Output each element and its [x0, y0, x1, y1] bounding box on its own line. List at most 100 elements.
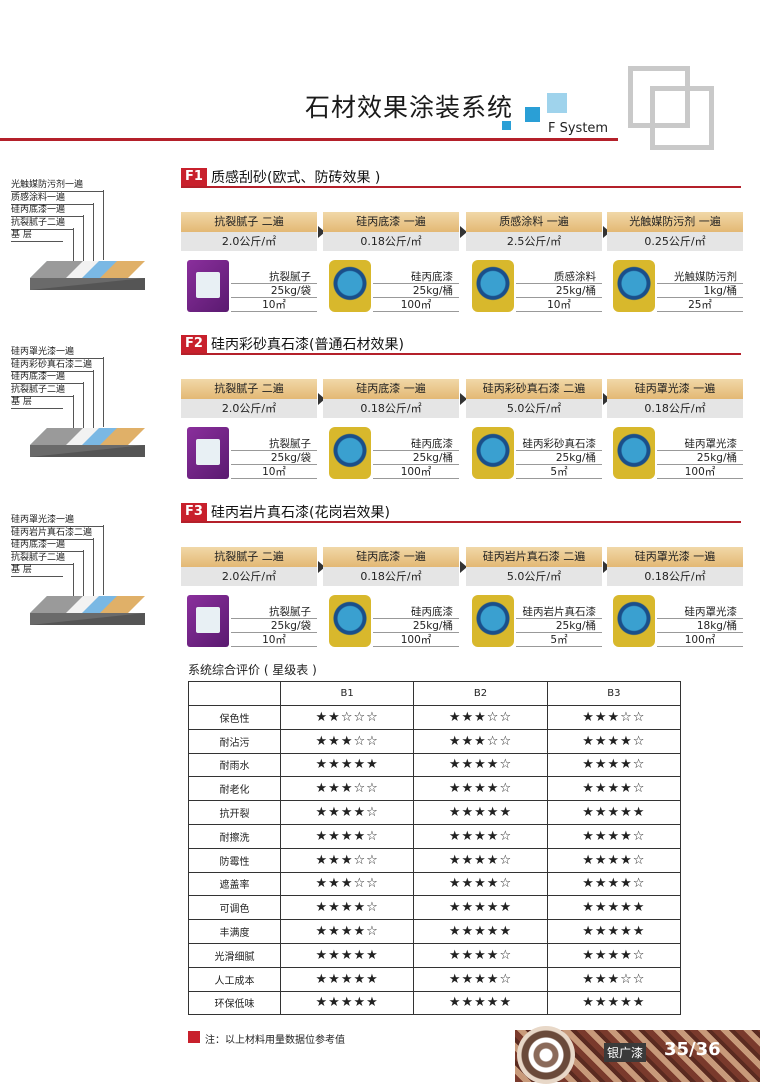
rating-header-corner — [188, 681, 281, 706]
section-rule — [181, 186, 741, 188]
arrow-right-icon — [460, 393, 467, 405]
footer-brand: 银广漆 — [604, 1043, 647, 1062]
product-name: 抗裂腻子 — [231, 270, 317, 284]
product-coverage: 5㎡ — [516, 465, 602, 479]
paint-can-icon — [329, 595, 371, 647]
rating-table: B1 B2 B3 保色性 ★★☆☆☆ ★★★☆☆ ★★★☆☆耐沾污 ★★★☆☆ … — [188, 681, 682, 1016]
deco-square — [502, 121, 511, 130]
rating-stars-b2: ★★★★☆ — [413, 871, 548, 897]
product-pack: 25kg/桶 — [516, 619, 602, 633]
bag-icon — [187, 260, 229, 312]
product-card: 抗裂腻子 25kg/袋 10㎡ — [181, 595, 317, 647]
product-coverage: 100㎡ — [373, 298, 459, 312]
rating-attribute: 耐雨水 — [188, 752, 281, 778]
layer-label: 硅丙罩光漆一遍 — [11, 347, 103, 359]
rating-row: 防霉性 ★★★☆☆ ★★★★☆ ★★★★☆ — [188, 847, 682, 873]
rating-attribute: 耐老化 — [188, 776, 281, 802]
rating-stars-b3: ★★★★☆ — [546, 871, 682, 897]
layer-label: 质感涂料一遍 — [11, 193, 93, 205]
leader-line — [73, 394, 74, 429]
leader-line — [73, 227, 74, 262]
rating-stars-b3: ★★★★★ — [546, 919, 682, 944]
product-coverage: 10㎡ — [231, 298, 317, 312]
rating-row: 遮盖率 ★★★☆☆ ★★★★☆ ★★★★☆ — [188, 871, 682, 897]
layer-diagram — [30, 423, 145, 463]
section-tag: F2 — [181, 335, 207, 353]
bag-icon — [187, 595, 229, 647]
step-name: 硅丙罩光漆 一遍 — [607, 547, 743, 567]
product-pack: 25kg/桶 — [373, 451, 459, 465]
product-name: 抗裂腻子 — [231, 437, 317, 451]
rating-stars-b2: ★★★★★ — [413, 990, 548, 1016]
arrow-right-icon — [603, 226, 610, 238]
product-name: 硅丙底漆 — [373, 437, 459, 451]
leader-line — [93, 369, 94, 428]
rating-stars-b1: ★★★★☆ — [279, 919, 415, 944]
section-rule — [181, 353, 741, 355]
arrow-right-icon — [318, 393, 325, 405]
arrow-right-icon — [460, 561, 467, 573]
process-step: 硅丙岩片真石漆 二遍 5.0公斤/㎡ — [466, 547, 602, 586]
rating-row: 保色性 ★★☆☆☆ ★★★☆☆ ★★★☆☆ — [188, 705, 682, 730]
product-pack: 25kg/桶 — [373, 284, 459, 298]
layer-label: 硅丙底漆一遍 — [11, 372, 83, 384]
arrow-right-icon — [318, 561, 325, 573]
step-name: 硅丙罩光漆 一遍 — [607, 379, 743, 399]
leader-line — [103, 190, 104, 260]
rating-row: 耐擦洗 ★★★★☆ ★★★★☆ ★★★★☆ — [188, 823, 682, 849]
rating-stars-b2: ★★★☆☆ — [413, 728, 548, 754]
rating-stars-b3: ★★★★☆ — [546, 752, 682, 778]
step-name: 质感涂料 一遍 — [466, 212, 602, 232]
product-name: 硅丙罩光漆 — [657, 437, 743, 451]
leader-line — [83, 550, 84, 596]
leader-line — [93, 537, 94, 596]
rating-attribute: 保色性 — [188, 705, 281, 730]
rating-stars-b1: ★★★☆☆ — [279, 847, 415, 873]
rating-row: 可调色 ★★★★☆ ★★★★★ ★★★★★ — [188, 895, 682, 921]
process-step: 抗裂腻子 二遍 2.0公斤/㎡ — [181, 212, 317, 251]
section-tag: F3 — [181, 503, 207, 521]
product-name: 光触媒防污剂 — [657, 270, 743, 284]
rating-stars-b2: ★★★☆☆ — [413, 705, 548, 730]
rating-stars-b3: ★★★☆☆ — [546, 705, 682, 730]
product-coverage: 100㎡ — [657, 465, 743, 479]
leader-line — [83, 215, 84, 261]
product-name: 抗裂腻子 — [231, 605, 317, 619]
leader-line — [73, 562, 74, 597]
rating-col-header: B3 — [546, 681, 682, 706]
product-name: 质感涂料 — [516, 270, 602, 284]
process-step: 硅丙彩砂真石漆 二遍 5.0公斤/㎡ — [466, 379, 602, 418]
rating-row: 抗开裂 ★★★★☆ ★★★★★ ★★★★★ — [188, 800, 682, 825]
paint-can-icon — [329, 427, 371, 479]
process-step: 抗裂腻子 二遍 2.0公斤/㎡ — [181, 547, 317, 586]
layer-label: 抗裂腻子二遍 — [11, 385, 73, 397]
header-rule — [0, 138, 618, 141]
rating-header-row: B1 B2 B3 — [188, 681, 682, 706]
rating-attribute: 耐沾污 — [188, 728, 281, 754]
layer-label: 基 层 — [11, 565, 63, 577]
step-dose: 0.25公斤/㎡ — [607, 232, 743, 251]
rating-attribute: 光滑细腻 — [188, 942, 281, 968]
footer-medallion — [517, 1026, 575, 1084]
rating-attribute: 环保低味 — [188, 990, 281, 1016]
rating-row: 耐雨水 ★★★★★ ★★★★☆ ★★★★☆ — [188, 752, 682, 778]
product-coverage: 5㎡ — [516, 633, 602, 647]
process-step: 硅丙罩光漆 一遍 0.18公斤/㎡ — [607, 547, 743, 586]
product-card: 抗裂腻子 25kg/袋 10㎡ — [181, 260, 317, 312]
rating-row: 耐沾污 ★★★☆☆ ★★★☆☆ ★★★★☆ — [188, 728, 682, 754]
product-coverage: 10㎡ — [231, 465, 317, 479]
product-card: 光触媒防污剂 1kg/桶 25㎡ — [607, 260, 743, 312]
product-card: 质感涂料 25kg/桶 10㎡ — [466, 260, 602, 312]
process-step: 硅丙罩光漆 一遍 0.18公斤/㎡ — [607, 379, 743, 418]
product-coverage: 10㎡ — [231, 633, 317, 647]
rating-col-header: B1 — [279, 681, 415, 706]
rating-stars-b1: ★★★★☆ — [279, 800, 415, 825]
step-dose: 2.5公斤/㎡ — [466, 232, 602, 251]
product-coverage: 100㎡ — [657, 633, 743, 647]
step-dose: 0.18公斤/㎡ — [323, 399, 459, 418]
process-step: 质感涂料 一遍 2.5公斤/㎡ — [466, 212, 602, 251]
rating-row: 耐老化 ★★★☆☆ ★★★★☆ ★★★★☆ — [188, 776, 682, 802]
rating-title: 系统综合评价 ( 星级表 ) — [188, 663, 317, 677]
note-marker — [188, 1031, 200, 1043]
bag-icon — [187, 427, 229, 479]
